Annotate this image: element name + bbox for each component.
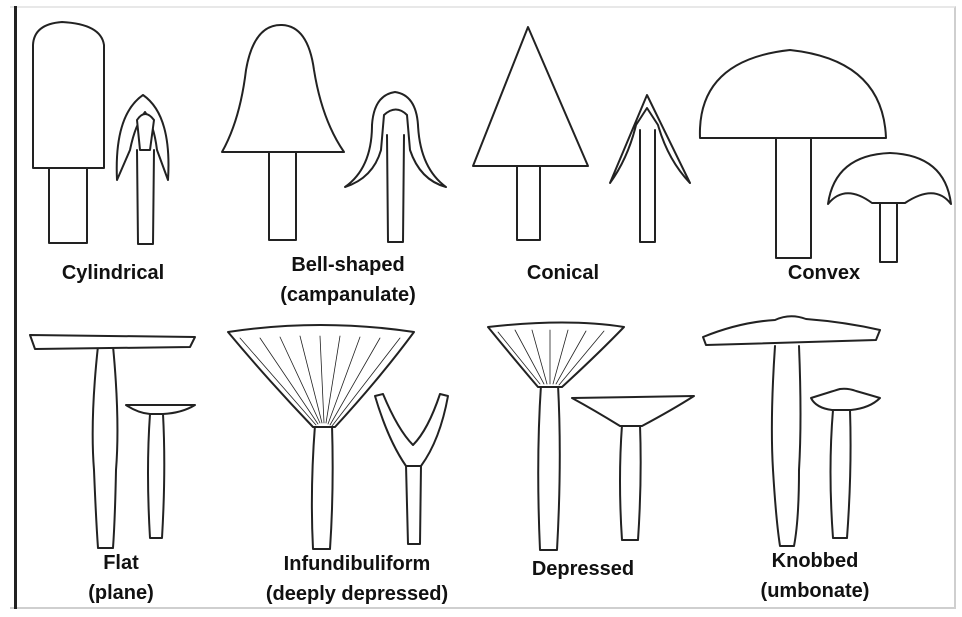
convex-section-illustration bbox=[828, 153, 951, 262]
infundibuliform-mushroom-illustration bbox=[228, 325, 414, 549]
knobbed-mushroom-illustration bbox=[703, 316, 880, 546]
conical-mushroom-illustration bbox=[473, 27, 588, 240]
flat-section-illustration bbox=[126, 405, 195, 538]
label-bell-shaped: Bell-shaped(campanulate) bbox=[280, 250, 416, 310]
conical-section-illustration bbox=[610, 95, 690, 242]
label-infundibuliform: Infundibuliform(deeply depressed) bbox=[266, 549, 448, 609]
depressed-section-illustration bbox=[572, 396, 694, 540]
cylindrical-mushroom-illustration bbox=[33, 22, 104, 243]
flat-mushroom-illustration bbox=[30, 335, 195, 548]
cylindrical-section-illustration bbox=[117, 95, 169, 244]
label-flat: Flat(plane) bbox=[88, 548, 154, 608]
convex-mushroom-illustration bbox=[700, 50, 886, 258]
depressed-mushroom-illustration bbox=[488, 323, 624, 551]
bell-section-illustration bbox=[345, 92, 446, 242]
label-convex: Convex bbox=[788, 258, 860, 288]
knobbed-section-illustration bbox=[811, 389, 880, 538]
label-knobbed: Knobbed(umbonate) bbox=[761, 546, 870, 606]
bell-mushroom-illustration bbox=[222, 25, 344, 240]
label-depressed: Depressed bbox=[532, 554, 634, 584]
label-conical: Conical bbox=[527, 258, 599, 288]
infundibuliform-section-illustration bbox=[375, 394, 448, 544]
label-cylindrical: Cylindrical bbox=[62, 258, 164, 288]
